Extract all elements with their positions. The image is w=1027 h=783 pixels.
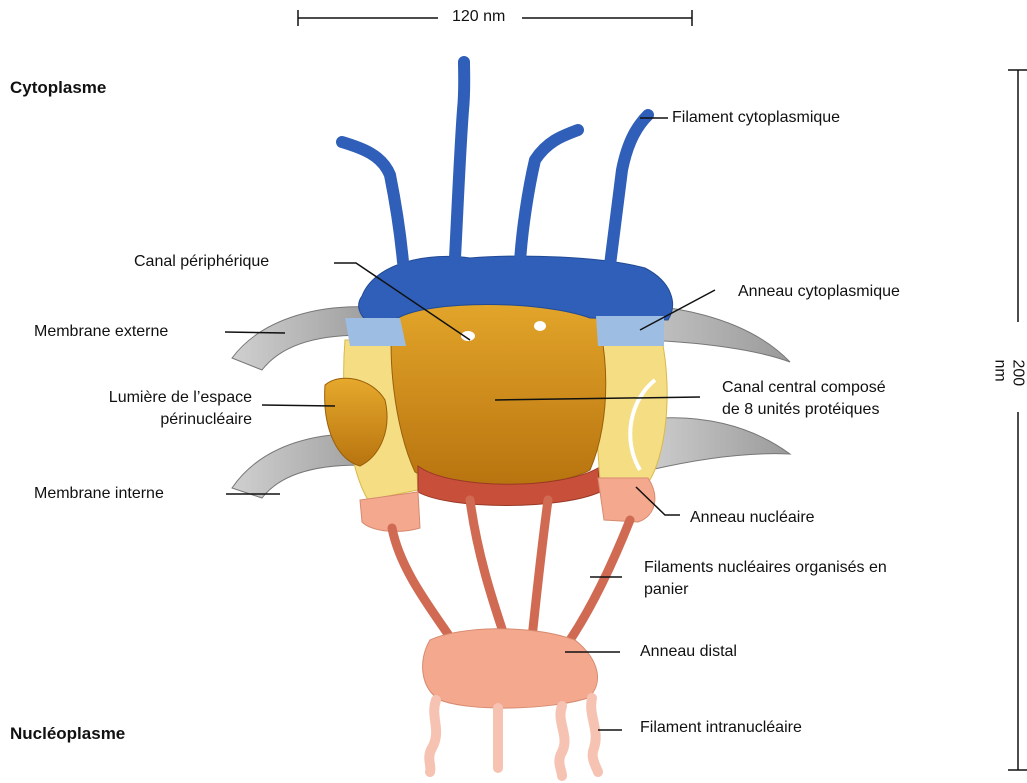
cytoplasm-label: Cytoplasme [10, 78, 106, 98]
label-anneau-nucleaire: Anneau nucléaire [690, 508, 815, 528]
label-canal-central-line2: de 8 unités protéiques [722, 400, 879, 420]
nuclear-basket-filaments [392, 500, 630, 640]
nuclear-ring-right [598, 478, 655, 522]
peripheral-channel-hole-2 [534, 321, 546, 331]
label-filament-intranucleaire: Filament intranucléaire [640, 718, 802, 738]
label-membrane-externe: Membrane externe [34, 322, 168, 342]
cytoplasmic-ring-light-left [345, 318, 406, 346]
intranuclear-filaments [429, 698, 598, 776]
label-canal-central-line1: Canal central composé [722, 378, 886, 398]
distal-ring [423, 629, 598, 708]
central-channel [391, 288, 606, 485]
label-filament-cytoplasmique: Filament cytoplasmique [672, 108, 840, 128]
width-scale-label: 120 nm [448, 8, 509, 26]
cytoplasmic-filaments [342, 62, 648, 265]
cytoplasmic-ring-light-right [596, 316, 664, 346]
label-anneau-distal: Anneau distal [640, 642, 737, 662]
vertical-scale-bar [1008, 70, 1027, 770]
nucleoplasm-label: Nucléoplasme [10, 724, 125, 744]
label-anneau-cytoplasmique: Anneau cytoplasmique [738, 282, 900, 302]
label-filaments-nucleaires-line1: Filaments nucléaires organisés en [644, 558, 887, 578]
label-lumiere-line1: Lumière de l’espace [24, 388, 252, 408]
label-filaments-nucleaires-line2: panier [644, 580, 688, 600]
label-lumiere-line2: périnucléaire [24, 410, 252, 430]
height-scale-label: 200 nm [991, 356, 1027, 393]
label-canal-peripherique: Canal périphérique [134, 252, 269, 272]
label-membrane-interne: Membrane interne [34, 484, 164, 504]
